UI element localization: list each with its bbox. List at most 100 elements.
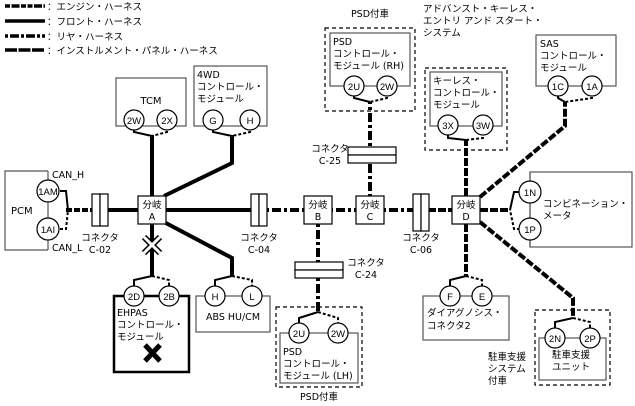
awd-line: 4WD: [197, 70, 220, 81]
dlc-line: ダイアグノシス・: [427, 307, 502, 319]
pcm-label: PCM: [11, 206, 33, 217]
pin-label: 2D: [128, 292, 140, 303]
pin-2w: [376, 75, 398, 97]
pin-3x: [437, 114, 459, 136]
branch-c[interactable]: 分岐 C: [355, 195, 385, 225]
legend: ：エンジン・ハーネス ：フロント・ハーネス ：リヤ・ハーネス ：インストルメント…: [5, 2, 218, 57]
keyless-option-line: システム: [423, 28, 461, 39]
pin-label: 2N: [549, 334, 561, 345]
pin-label: 2W: [127, 116, 141, 127]
pin-label: H: [247, 116, 254, 127]
pin-2u: [343, 75, 365, 97]
pin-1a: [581, 75, 603, 97]
pin-label: 2W: [331, 329, 345, 340]
abs-label: ABS HU/CM: [206, 312, 260, 323]
option-frame: [534, 309, 611, 386]
sas-line: SAS: [540, 39, 559, 50]
connector-c02[interactable]: コネクタ C-02: [81, 193, 119, 256]
pin-1ai: [36, 217, 60, 241]
sas-line: モジュール: [540, 63, 587, 74]
open-circuit-x-icon: [141, 234, 163, 256]
module-meter[interactable]: コンビネーション・ メータ 1N 1P: [518, 171, 633, 248]
branch-a[interactable]: 分岐 A: [137, 195, 167, 225]
branch-id: B: [315, 212, 322, 223]
pin-1am: [36, 179, 60, 203]
pin-label: 1A: [586, 82, 598, 93]
option-frame: [275, 306, 363, 388]
branch-b[interactable]: 分岐 B: [303, 195, 333, 225]
keyless-option-line: アドバンスト・キーレス・: [423, 4, 537, 15]
pin-2w: [327, 322, 349, 344]
park-option-line: 付車: [488, 375, 508, 387]
pin-label: 1C: [552, 82, 564, 93]
harness-lines: [66, 102, 575, 318]
pin-h: [204, 285, 226, 307]
keyless-line: モジュール: [433, 100, 480, 111]
module-dlc[interactable]: ダイアグノシス・ コネクタ2 F E: [422, 285, 510, 341]
pin-label: 2X: [161, 116, 173, 127]
psd-rh-line: PSD: [333, 37, 352, 48]
psd-lh-line: コントロール・: [283, 359, 350, 370]
harness-d-sas: [478, 102, 567, 199]
connector-c04[interactable]: コネクタ C-04: [240, 193, 278, 256]
park-line: 駐車支援: [552, 349, 591, 361]
module-sas[interactable]: SAS コントロール・ モジュール 1C 1A: [535, 34, 617, 97]
can-l-label: CAN_L: [52, 243, 83, 254]
legend-front-label: ：フロント・ハーネス: [47, 17, 142, 28]
pin-f: [439, 285, 461, 307]
module-4wd[interactable]: 4WD コントロール・ モジュール G H: [193, 65, 268, 131]
branch-d[interactable]: 分岐 D: [451, 195, 481, 225]
branch-id: D: [462, 212, 469, 223]
legend-instrument: ：インストルメント・パネル・ハーネス: [5, 46, 218, 57]
pin-label: 2U: [348, 82, 360, 93]
module-keyless[interactable]: アドバンスト・キーレス・ エントリ アンド スタート・ システム キーレス・ コ…: [423, 4, 543, 151]
pin-g: [202, 109, 224, 131]
pin-1c: [547, 75, 569, 97]
pin-label: H: [212, 292, 219, 303]
connector-id: C-04: [248, 245, 270, 256]
pin-2p: [579, 327, 601, 349]
pin-2x: [156, 109, 178, 131]
pin-label: G: [209, 116, 216, 127]
connector-id: C-24: [355, 270, 377, 281]
keyless-option-line: エントリ アンド スタート・: [423, 16, 543, 27]
connector-id: C-25: [319, 156, 341, 167]
branch-id: A: [149, 212, 156, 223]
option-frame: [424, 67, 508, 151]
pin-2w: [123, 109, 145, 131]
pin-label: 2P: [584, 334, 596, 345]
harness-d-park: [478, 220, 575, 318]
branch-label: 分岐: [142, 199, 162, 211]
ehpas-line: EHPAS: [117, 308, 148, 319]
awd-line: モジュール: [197, 94, 244, 105]
pin-label: 3X: [442, 121, 454, 132]
connector-c24[interactable]: コネクタ C-24: [294, 258, 385, 281]
module-psd-rh[interactable]: PSD付車 PSD コントロール・ モジュール (RH) 2U 2W: [324, 8, 416, 112]
module-abs[interactable]: ABS HU/CM H L: [195, 285, 271, 333]
pin-label: 2B: [163, 292, 175, 303]
pin-label: 1P: [524, 225, 536, 236]
park-line: ユニット: [552, 362, 590, 373]
pin-label: F: [447, 292, 453, 303]
psd-lh-option-label: PSD付車: [300, 391, 339, 403]
module-park-assist[interactable]: 駐車支援 システム 付車 駐車支援 ユニット 2N 2P: [488, 309, 611, 387]
module-pcm[interactable]: PCM CAN_H CAN_L 1AM 1AI: [4, 170, 84, 254]
meter-line: コンビネーション・: [543, 199, 628, 210]
pin-h: [239, 109, 261, 131]
psd-lh-line: PSD: [283, 347, 302, 358]
harness-a-abs: [163, 220, 234, 276]
keyless-line: コントロール・: [433, 88, 500, 99]
pin-2d: [123, 285, 145, 307]
park-option-line: 駐車支援: [488, 351, 527, 363]
pin-3w: [472, 114, 494, 136]
module-psd-lh[interactable]: PSD コントロール・ モジュール (LH) 2U 2W PSD付車: [275, 306, 363, 403]
connector-c25[interactable]: コネクタ C-25: [311, 144, 397, 167]
can-h-label: CAN_H: [52, 170, 84, 181]
module-ehpas[interactable]: EHPAS コントロール・ モジュール 2D 2B: [112, 285, 191, 374]
module-tcm[interactable]: TCM 2W 2X: [115, 77, 187, 131]
psd-rh-option-label: PSD付車: [351, 8, 390, 20]
pin-2u: [288, 322, 310, 344]
pin-label: L: [249, 292, 254, 303]
connector-c06[interactable]: コネクタ C-06: [402, 193, 440, 256]
